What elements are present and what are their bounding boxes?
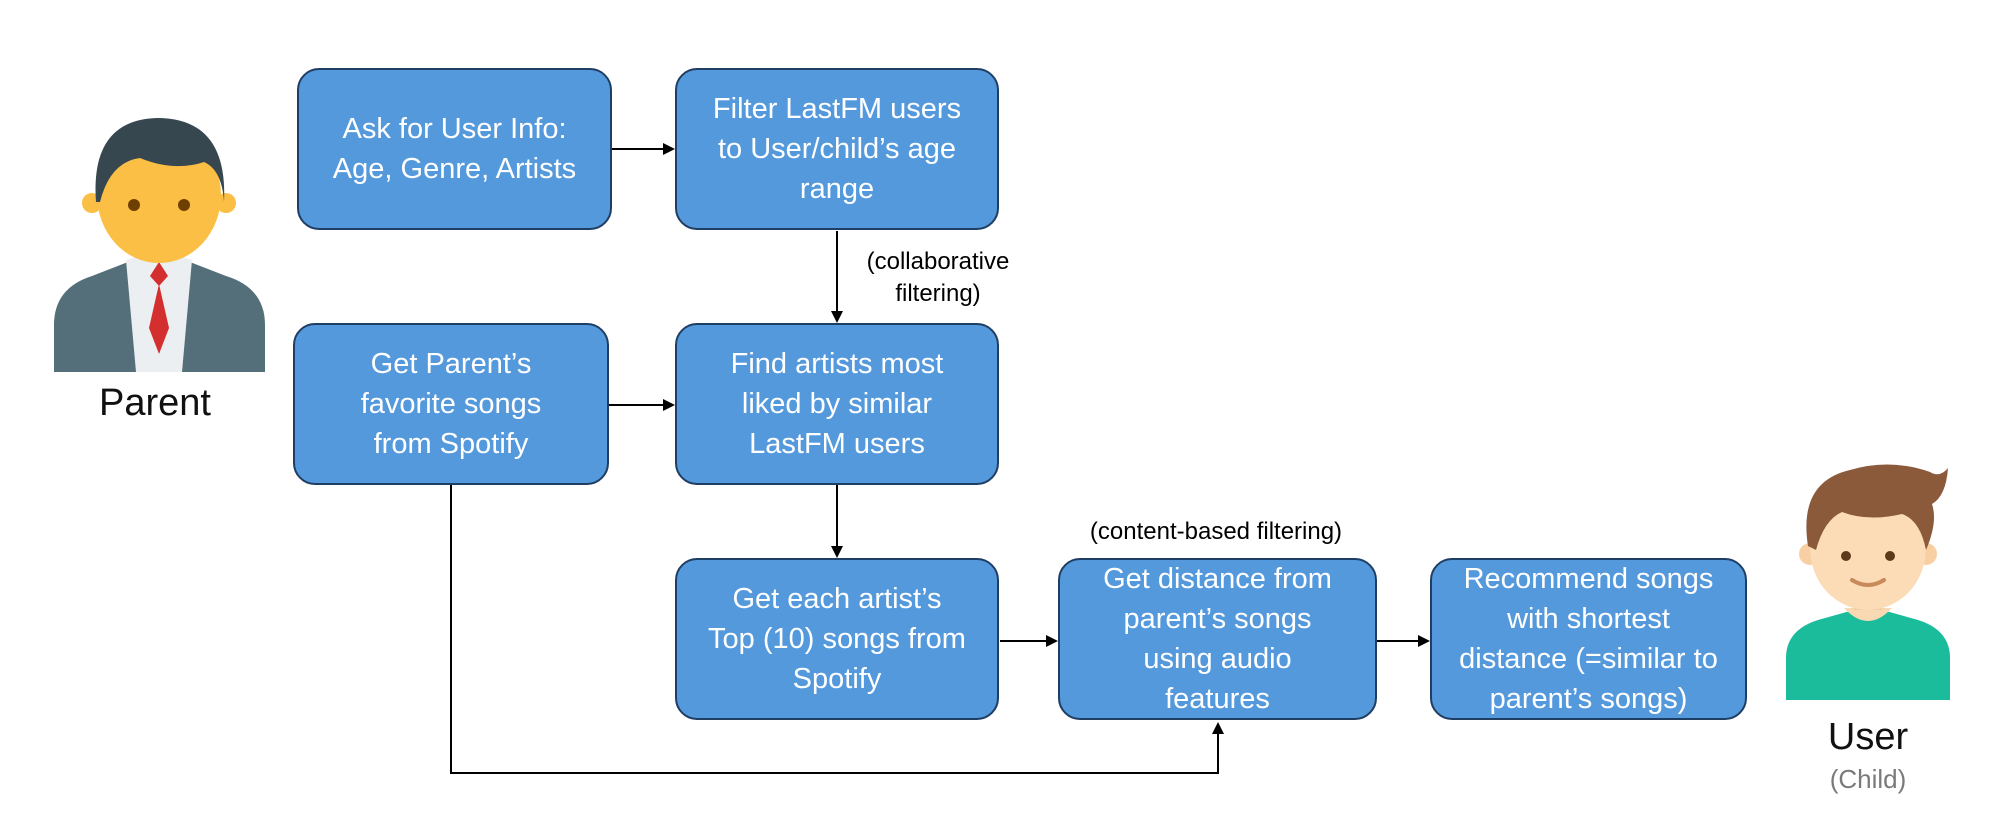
user-label: User <box>1827 716 1909 758</box>
node-get-distance: Get distance from parent’s songs using a… <box>1058 558 1377 720</box>
edge-parent-to-distance <box>450 485 1224 774</box>
node-get-parent-songs: Get Parent’s favorite songs from Spotify <box>293 323 609 485</box>
node-find-artists: Find artists most liked by similar LastF… <box>675 323 999 485</box>
user-sublabel: (Child) <box>1829 764 1907 794</box>
child-avatar-icon <box>1786 464 1950 700</box>
note-collaborative-filtering: (collaborative filtering) <box>866 248 1010 307</box>
node-ask-user-info: Ask for User Info: Age, Genre, Artists <box>297 68 612 230</box>
node-recommend-songs: Recommend songs with shortest distance (… <box>1430 558 1747 720</box>
parent-label: Parent <box>99 382 211 424</box>
node-get-top-songs: Get each artist’s Top (10) songs from Sp… <box>675 558 999 720</box>
node-filter-lastfm-users: Filter LastFM users to User/child’s age … <box>675 68 999 230</box>
parent-avatar-icon <box>54 118 265 372</box>
note-content-based-filtering: (content-based filtering) <box>1089 518 1343 545</box>
